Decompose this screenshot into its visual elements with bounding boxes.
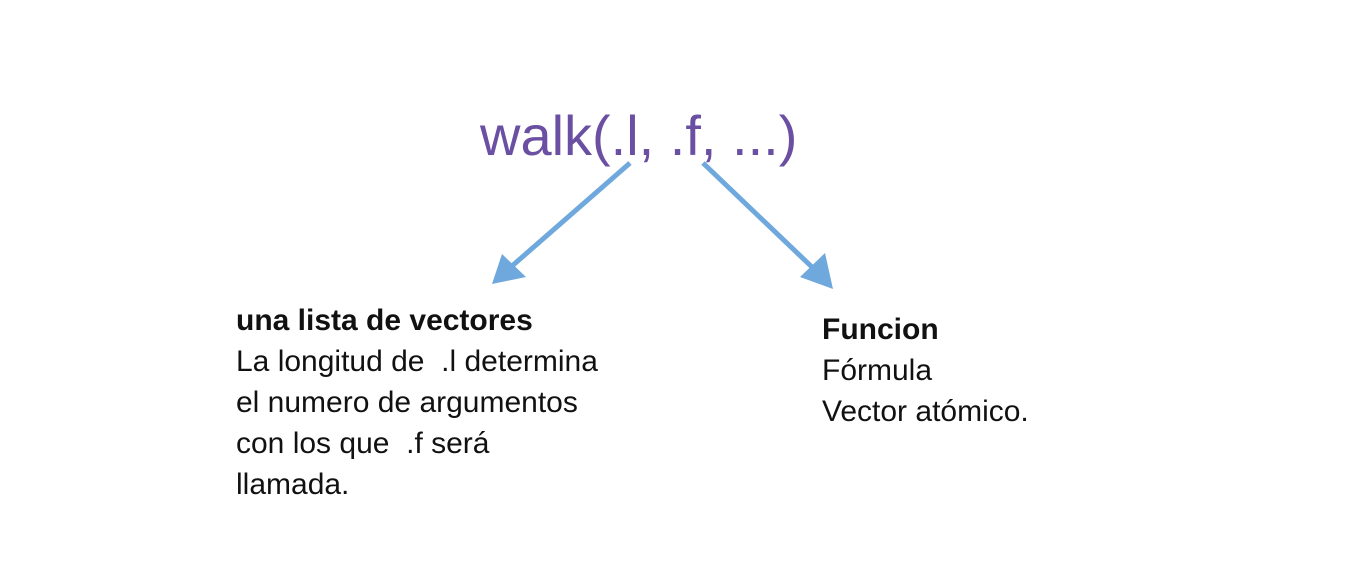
function-signature: walk(.l, .f, ...)	[480, 104, 798, 167]
list-argument-line: llamada.	[236, 468, 350, 501]
arrow-to-function	[701, 161, 833, 289]
list-argument-line: con los que .f será	[236, 427, 490, 460]
list-argument-line: el numero de argumentos	[236, 386, 578, 419]
list-argument-description: una lista de vectores La longitud de .l …	[236, 300, 696, 505]
function-argument-line: Vector atómico.	[822, 395, 1029, 428]
list-argument-line: La longitud de .l determina	[236, 345, 598, 378]
function-argument-description: Funcion Fórmula Vector atómico.	[822, 309, 1152, 432]
arrow-to-list	[492, 161, 632, 284]
function-argument-line: Fórmula	[822, 354, 933, 387]
function-argument-title: Funcion	[822, 313, 939, 346]
list-argument-title: una lista de vectores	[236, 304, 533, 337]
